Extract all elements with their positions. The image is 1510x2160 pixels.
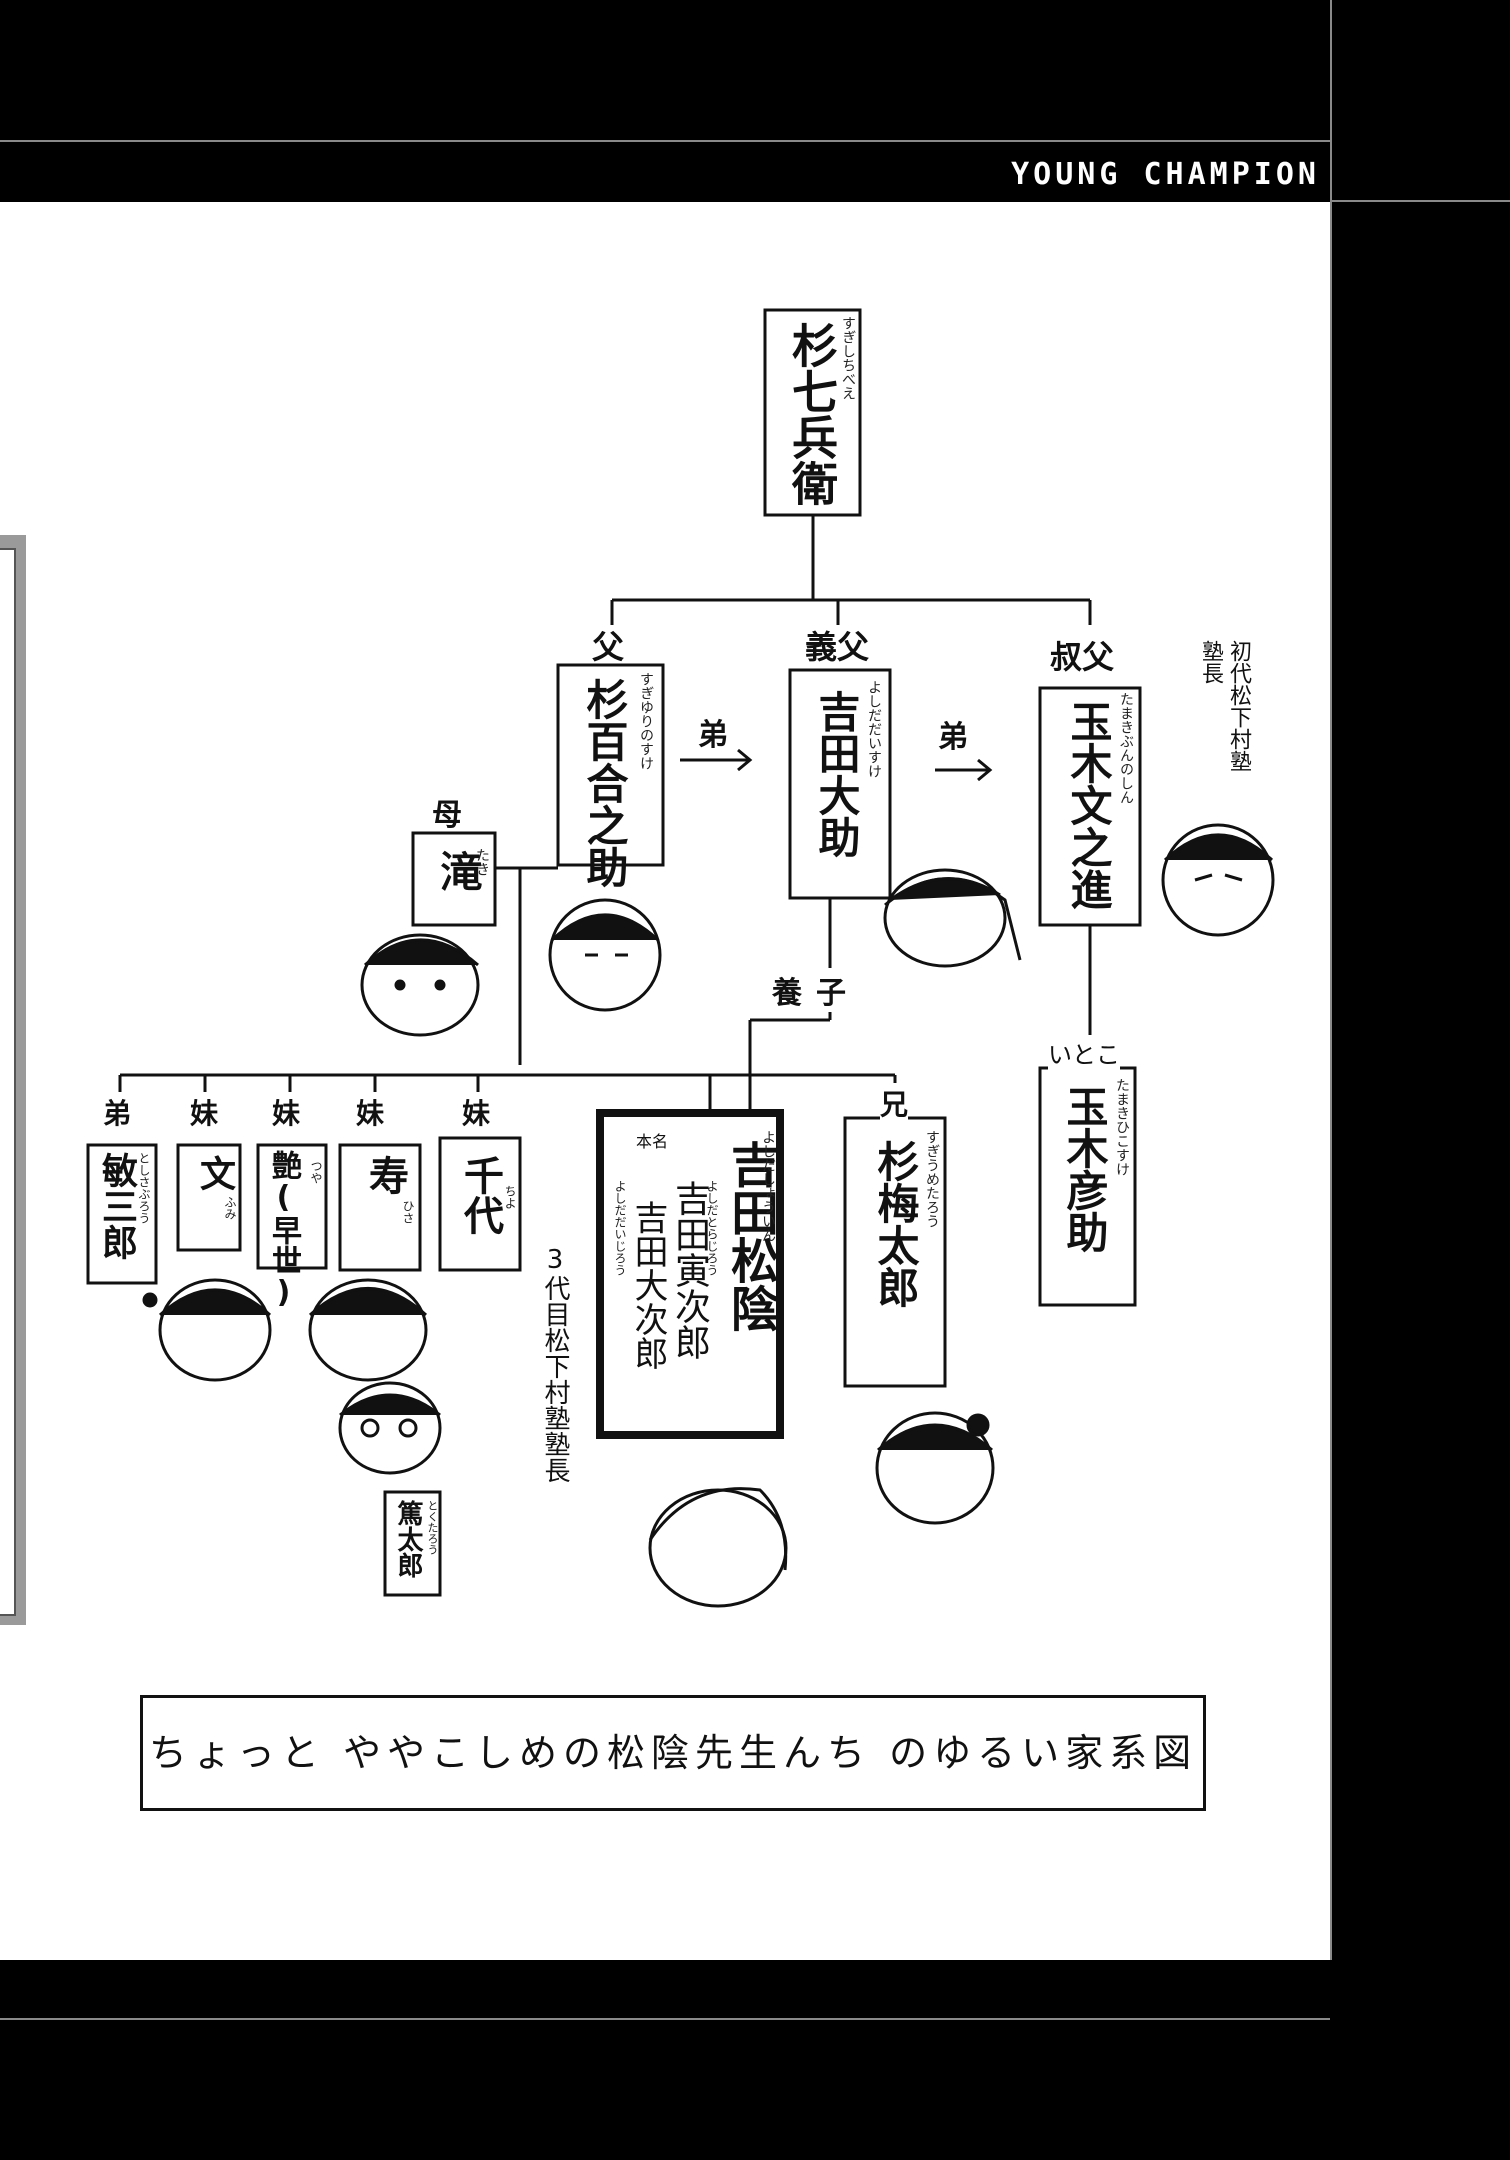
top-black-band — [0, 0, 1510, 140]
sibling-4-reading: ひさ — [401, 1200, 415, 1224]
right-band-divider — [1330, 0, 1332, 2160]
sibling-4-relation: 妹 — [356, 1092, 385, 1132]
sibling-box-3 — [256, 1143, 328, 1270]
uncle-name: 玉木文之進 — [1064, 700, 1113, 910]
elder-brother-name: 杉梅太郎 — [871, 1140, 920, 1308]
mother-reading: たき — [474, 848, 490, 876]
uncle-face-icon — [1161, 823, 1275, 937]
arrow-label-right: 弟 — [938, 720, 968, 755]
sibling-5-relation: 妹 — [462, 1092, 491, 1132]
caption-box: ちょっと ややこしめの松陰先生んち のゆるい家系図 — [140, 1695, 1206, 1811]
cousin-name: 玉木彦助 — [1060, 1085, 1109, 1253]
mother-face-icon — [360, 933, 480, 1037]
protagonist-real-name: 吉田寅次郎 — [669, 1180, 710, 1360]
root-reading: すぎしちべえ — [840, 316, 856, 400]
adoption-label: 養子 — [772, 968, 860, 1012]
publisher-label: YOUNG CHAMPION COMICS — [1011, 157, 1320, 238]
uncle-box — [1038, 686, 1142, 927]
elder-brother-box — [843, 1116, 947, 1388]
mother-relation: 母 — [432, 798, 462, 833]
adoptive-father-relation: 義父 — [805, 628, 870, 666]
uncle-note: 初代松下村塾塾長 — [1198, 640, 1251, 772]
cousin-relation: いとこ — [1048, 1035, 1120, 1070]
protagonist-alt-name-reading: よしだだいじろう — [613, 1180, 627, 1276]
nephew-face-icon — [338, 1381, 442, 1475]
father-box — [556, 663, 665, 867]
sister-face-1-icon — [142, 1278, 272, 1382]
father-reading: すぎゆりのすけ — [638, 672, 654, 770]
sibling-1-name: 敏三郎 — [96, 1152, 137, 1260]
bottom-band-divider — [0, 2018, 1330, 2020]
protagonist-box — [596, 1109, 784, 1439]
sibling-box-2 — [176, 1143, 242, 1252]
adoptive-father-box — [788, 668, 892, 900]
cousin-reading: たまきひこすけ — [1114, 1078, 1130, 1176]
protagonist-note: 3代目松下村塾塾長 — [540, 1245, 570, 1483]
protagonist-alt-name: 吉田大次郎 — [628, 1200, 668, 1370]
adoptive-father-face-icon — [883, 868, 1022, 968]
sibling-4-name: 寿 — [362, 1155, 408, 1195]
arrow-label-left: 弟 — [698, 718, 728, 753]
sibling-2-relation: 妹 — [190, 1092, 219, 1132]
caption: ちょっと ややこしめの松陰先生んち のゆるい家系図 — [148, 1731, 1198, 1775]
sibling-2-reading: ふみ — [223, 1196, 237, 1220]
sibling-5-name: 千代 — [457, 1155, 503, 1235]
root-box — [763, 308, 862, 517]
protagonist-real-name-reading: よしだとらじろう — [705, 1180, 719, 1276]
nephew-box — [383, 1490, 442, 1597]
sibling-5-reading: ちよ — [503, 1185, 517, 1209]
bottom-black-band — [0, 1960, 1510, 2160]
sibling-3-reading: つや — [309, 1160, 323, 1184]
sibling-3-relation: 妹 — [272, 1092, 301, 1132]
protagonist-reading: よしだしょういん — [760, 1130, 776, 1242]
cousin-box — [1038, 1066, 1137, 1307]
mother-box — [411, 831, 497, 927]
elder-brother-relation: 兄 — [880, 1083, 909, 1123]
nephew-name: 篤太郎 — [393, 1500, 423, 1578]
name-boxes — [86, 308, 1142, 1597]
mother-name: 滝 — [434, 850, 483, 892]
root-name: 杉七兵衛 — [785, 322, 839, 506]
sibling-1-reading: としさぶろう — [137, 1152, 151, 1224]
sibling-3-name: 艶(早世) — [266, 1150, 301, 1310]
father-relation: 父 — [592, 628, 625, 666]
right-black-band — [1330, 0, 1510, 2160]
adoptive-father-name: 吉田大助 — [812, 690, 861, 858]
top-band-divider — [0, 140, 1510, 142]
uncle-relation: 叔父 — [1050, 638, 1115, 676]
sibling-1-relation: 弟 — [103, 1092, 132, 1132]
uncle-reading: たまきぶんのしん — [1118, 692, 1134, 804]
character-faces — [142, 823, 1275, 1608]
sibling-box-5 — [438, 1136, 522, 1272]
father-name: 杉百合之助 — [580, 678, 629, 888]
father-face-icon — [548, 898, 662, 1012]
right-band-hline-top — [1332, 200, 1510, 202]
elder-brother-face-icon — [875, 1411, 995, 1525]
elder-brother-reading: すぎうめたろう — [924, 1130, 940, 1228]
sister-face-2-icon — [308, 1278, 428, 1382]
protagonist-name: 吉田松陰 — [722, 1140, 778, 1332]
sibling-box-1 — [86, 1143, 158, 1285]
protagonist-real-name-label: 本名 — [636, 1132, 669, 1151]
adoptive-father-reading: よしだだいすけ — [866, 680, 882, 778]
protagonist-face-icon — [648, 1487, 788, 1608]
nephew-reading: とくたろう — [426, 1500, 439, 1555]
left-gutter-inner — [0, 548, 16, 1616]
header-bar — [0, 142, 1330, 202]
sibling-2-name: 文 — [194, 1155, 235, 1191]
sibling-box-4 — [338, 1143, 422, 1272]
